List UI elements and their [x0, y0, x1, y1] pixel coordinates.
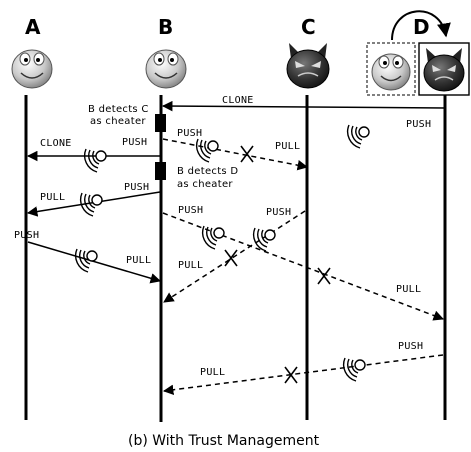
- message-label: CLONE: [40, 138, 72, 149]
- message-label: PULL: [396, 284, 421, 295]
- message-label: PUSH: [124, 182, 149, 193]
- message-label: PUSH: [14, 230, 39, 241]
- avatar-d-after: [423, 48, 465, 92]
- avatar-c: [286, 43, 330, 89]
- event-label: as cheater: [90, 116, 146, 127]
- wireless-icon: [252, 227, 276, 252]
- message-label: PULL: [200, 367, 225, 378]
- message-push-c-to-b: [163, 210, 306, 303]
- avatar-a: [11, 49, 53, 89]
- node-label-d: D: [413, 15, 430, 39]
- avatar-b: [145, 49, 187, 89]
- message-push-d-to-b: [162, 354, 444, 395]
- message-label: PUSH: [178, 205, 203, 216]
- message-label: PUSH: [177, 128, 202, 139]
- message-push-b-to-d: [162, 212, 444, 321]
- wireless-icon: [195, 138, 219, 163]
- blocked-cross-icon: [317, 267, 331, 285]
- message-label: PUSH: [266, 207, 291, 218]
- detection-marker-c: [155, 114, 166, 132]
- message-label: PULL: [178, 260, 203, 271]
- node-label-a: A: [25, 15, 41, 39]
- event-label: as cheater: [177, 179, 233, 190]
- figure-caption: (b) With Trust Management: [128, 433, 320, 449]
- message-label: PUSH: [122, 137, 147, 148]
- wireless-icon: [346, 124, 370, 149]
- message-label: PUSH: [406, 119, 431, 130]
- message-label: PULL: [126, 255, 151, 266]
- message-push-a-to-b: [27, 241, 162, 284]
- event-label: B detects D: [177, 166, 238, 177]
- node-label-c: C: [301, 15, 316, 39]
- message-clone-d-to-b: [161, 100, 446, 112]
- wireless-icon: [83, 148, 107, 173]
- transition-arrow: [391, 10, 451, 41]
- avatar-d-before: [371, 53, 411, 91]
- detection-marker-d: [155, 162, 166, 180]
- message-label: CLONE: [222, 95, 254, 106]
- wireless-icon: [74, 248, 98, 273]
- blocked-cross-icon: [224, 249, 238, 267]
- wireless-icon: [342, 357, 366, 382]
- message-label: PULL: [275, 141, 300, 152]
- event-label: B detects C: [88, 104, 149, 115]
- message-label: PUSH: [398, 341, 423, 352]
- message-label: PULL: [40, 192, 65, 203]
- node-label-b: B: [158, 15, 173, 39]
- message-push-b-to-c: [162, 138, 309, 171]
